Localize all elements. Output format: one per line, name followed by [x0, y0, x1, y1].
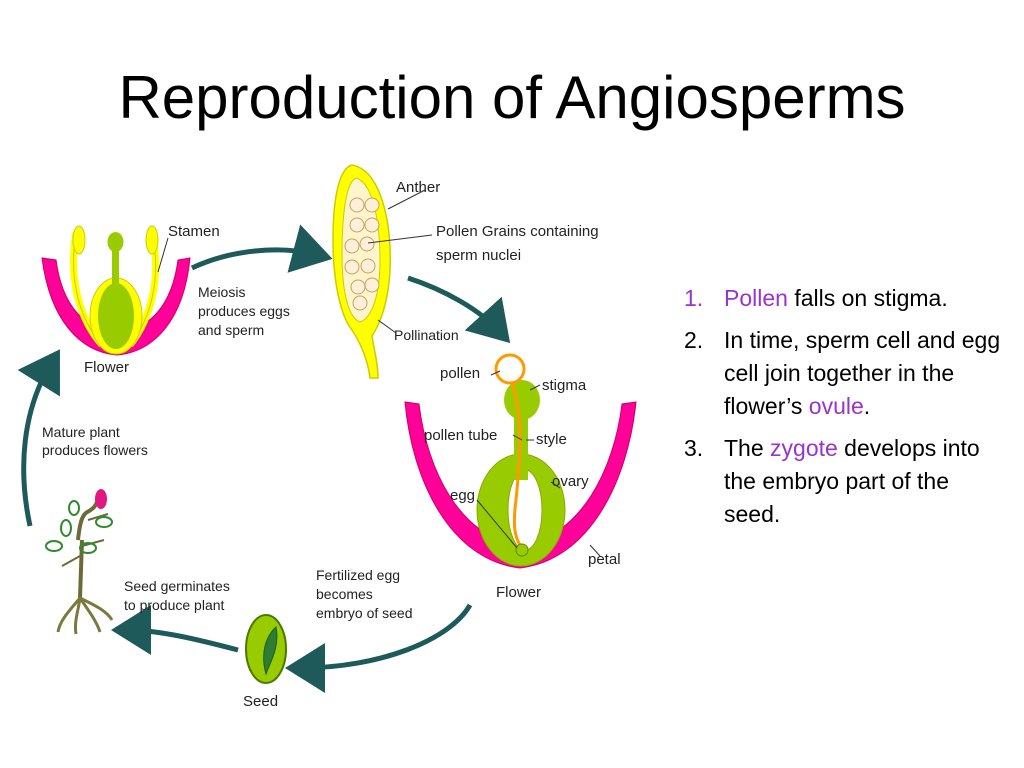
- arrow-seed-to-plant: [111, 605, 239, 656]
- label-fertilized-egg-line2: becomes: [316, 586, 373, 602]
- step-1-number: 1.: [684, 285, 704, 311]
- label-pollen-grains-line1: Pollen Grains containing: [436, 223, 599, 240]
- label-pollen-grains-line2: sperm nuclei: [436, 247, 522, 264]
- step-3-number: 3.: [684, 435, 704, 461]
- label-mature-plant-line2: produces flowers: [42, 442, 148, 458]
- label-stigma: stigma: [542, 377, 587, 394]
- flower-top-illustration: [41, 225, 191, 356]
- arrow-anther-to-pollinated-flower: [407, 275, 511, 344]
- label-pollination: Pollination: [394, 327, 459, 343]
- step-3-end: develops into the embryo part of the see…: [724, 435, 980, 527]
- label-fertilized-egg-line1: Fertilized egg: [316, 567, 401, 583]
- label-pollen: pollen: [440, 365, 481, 382]
- label-flower-bottom: Flower: [496, 584, 542, 601]
- label-anther: Anther: [396, 179, 441, 196]
- label-meiosis-line3: and sperm: [198, 322, 265, 338]
- label-style: style: [536, 431, 567, 448]
- step-2-number: 2.: [684, 327, 704, 353]
- step-3-text: The: [724, 435, 771, 461]
- arrow-flower-to-anther: [190, 224, 333, 273]
- label-stamen: Stamen: [168, 223, 220, 240]
- anther-illustration: [332, 164, 433, 379]
- step-1-keyword: Pollen: [724, 285, 788, 311]
- seed-illustration: [245, 614, 287, 684]
- step-2: 2. In time, sperm cell and egg cell join…: [684, 324, 1004, 423]
- cycle-arrows: [17, 224, 511, 693]
- label-ovary: ovary: [552, 473, 589, 490]
- step-2-text: In time, sperm cell and egg cell join to…: [724, 327, 1001, 419]
- label-fertilized-egg-line3: embryo of seed: [316, 605, 413, 621]
- step-2-keyword: ovule: [808, 393, 864, 419]
- label-mature-plant-line1: Mature plant: [42, 424, 120, 440]
- label-seed-germinates-line2: to produce plant: [124, 597, 225, 613]
- label-egg: egg: [450, 487, 476, 504]
- label-petal: petal: [588, 551, 621, 568]
- step-1: 1. Pollen falls on stigma.: [684, 282, 1004, 315]
- label-flower-top: Flower: [84, 359, 130, 376]
- label-seed-germinates-line1: Seed germinates: [124, 578, 230, 594]
- step-3: 3. The zygote develops into the embryo p…: [684, 432, 1004, 531]
- label-meiosis-line1: Meiosis: [198, 284, 246, 300]
- arrow-flower-to-seed: [285, 603, 473, 693]
- step-1-text: falls on stigma.: [787, 285, 948, 311]
- label-meiosis-line2: produces eggs: [198, 303, 290, 319]
- arrow-plant-to-flower: [17, 349, 60, 527]
- steps-list: 1. Pollen falls on stigma. 2. In time, s…: [684, 282, 1004, 540]
- label-seed: Seed: [243, 693, 279, 710]
- step-3-keyword: zygote: [770, 435, 838, 461]
- mature-plant-illustration: [45, 489, 114, 635]
- step-2-end: .: [863, 393, 871, 419]
- flower-bottom-illustration: [404, 353, 637, 569]
- label-pollen-tube: pollen tube: [424, 427, 498, 444]
- slide-title: Reproduction of Angiosperms: [118, 64, 906, 131]
